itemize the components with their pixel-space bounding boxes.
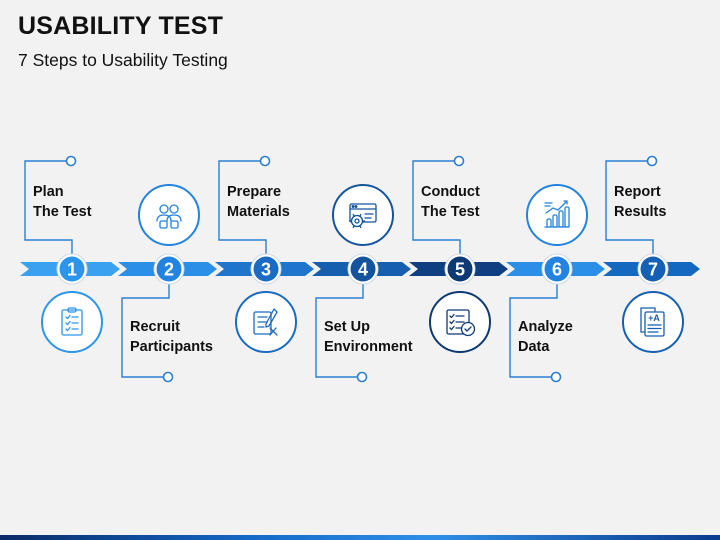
step-badge-6: 6 (541, 253, 573, 285)
connector-step-4 (315, 283, 364, 378)
step-badge-3: 3 (250, 253, 282, 285)
connector-step-6 (509, 283, 558, 378)
step-number-7: 7 (648, 260, 658, 280)
step-label-line1: Prepare (227, 184, 282, 200)
connector-step-5 (412, 160, 461, 255)
step-label-4: Set Up Environment (324, 318, 413, 357)
connector-step-1 (24, 160, 73, 255)
step-label-line2: The Test (33, 203, 92, 220)
step-label-line1: Plan (33, 184, 64, 200)
bottom-accent-bar (0, 535, 720, 540)
step-label-line2: Environment (324, 338, 413, 355)
step-label-line2: Participants (130, 338, 213, 355)
step-number-4: 4 (358, 260, 368, 280)
step-badge-5: 5 (444, 253, 476, 285)
step-number-6: 6 (552, 260, 562, 280)
step-label-line1: Set Up (324, 319, 370, 335)
page-title: USABILITY TEST (18, 12, 224, 40)
step-number-1: 1 (67, 260, 77, 280)
step-label-line1: Recruit (130, 319, 180, 335)
step-label-line1: Conduct (421, 184, 480, 200)
svg-text:+A: +A (648, 313, 660, 323)
connector-lines (24, 155, 658, 383)
step-number-5: 5 (455, 260, 465, 280)
step-label-line1: Report (614, 184, 661, 200)
connector-step-2 (121, 283, 170, 378)
step-badge-4: 4 (347, 253, 379, 285)
step-badge-1: 1 (56, 253, 88, 285)
step-number-3: 3 (261, 260, 271, 280)
connector-step-7 (605, 160, 654, 255)
step-badge-7: 7 (637, 253, 669, 285)
page-subtitle: 7 Steps to Usability Testing (18, 50, 228, 70)
connector-dot-7 (646, 155, 658, 167)
step-badge-2: 2 (153, 253, 185, 285)
design-tools-icon (235, 291, 297, 353)
step-label-line2: The Test (421, 203, 480, 220)
people-group-icon (138, 184, 200, 246)
connector-dot-4 (356, 371, 368, 383)
growth-chart-icon (526, 184, 588, 246)
step-label-line2: Materials (227, 203, 290, 220)
checklist-approve-icon (429, 291, 491, 353)
step-number-2: 2 (164, 260, 174, 280)
report-document-icon: +A (622, 291, 684, 353)
step-icons: +A (41, 184, 684, 353)
step-number-badges: 1 2 3 4 5 6 7 (56, 253, 669, 285)
browser-settings-icon (332, 184, 394, 246)
clipboard-checklist-icon (41, 291, 103, 353)
connector-dot-2 (162, 371, 174, 383)
connector-dot-1 (65, 155, 77, 167)
step-label-line2: Results (614, 203, 667, 220)
step-label-line2: Data (518, 338, 550, 355)
connector-dot-6 (550, 371, 562, 383)
connector-dot-3 (259, 155, 271, 167)
step-label-line1: Analyze (518, 319, 573, 335)
connector-step-3 (218, 160, 267, 255)
connector-dot-5 (453, 155, 465, 167)
